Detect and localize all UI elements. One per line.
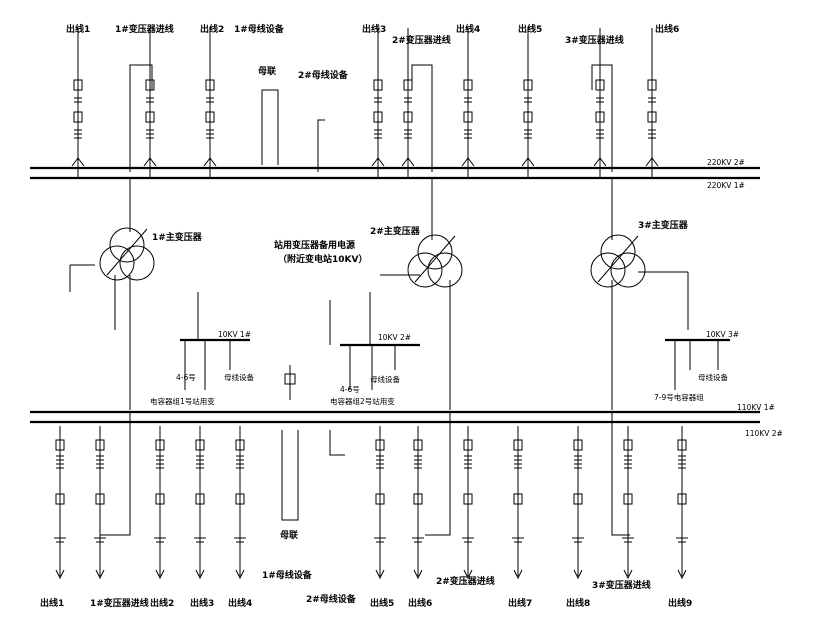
transformer-3 xyxy=(590,234,646,288)
top-bay-1 xyxy=(71,27,85,179)
top-bay-2 xyxy=(143,27,157,179)
bottom-xfmr1-lead xyxy=(100,412,131,536)
top-feeder-11-label: 3#变压器进线 xyxy=(565,34,624,46)
bottom-pt-1 xyxy=(329,430,345,456)
bottom-bay-7 xyxy=(411,425,425,579)
top-bus-tie xyxy=(261,89,279,165)
bottom-feeder-1-label: 出线1 xyxy=(40,597,64,609)
mv-buses: 110KV 1# 110KV 2# xyxy=(30,403,783,438)
transformer-2-label: 2#主变压器 xyxy=(370,225,421,237)
bottom-bays xyxy=(53,412,689,579)
bottom-bay-5 xyxy=(233,425,247,579)
top-feeder-2-label: 1#变压器进线 xyxy=(115,23,174,35)
top-feeder-7-label: 出线3 xyxy=(362,23,386,35)
top-feeder-6-label: 2#母线设备 xyxy=(298,69,349,81)
top-feeder-labels: 出线1 1#变压器进线 出线2 1#母线设备 母联 2#母线设备 出线3 2#变… xyxy=(66,23,679,81)
mv-bus-1-label: 110KV 1# xyxy=(737,403,775,412)
station-power-line1: 站用变压器备用电源 xyxy=(274,239,355,251)
bottom-bus-tie xyxy=(281,430,299,521)
bottom-xfmr2-lead xyxy=(425,412,451,536)
bottom-feeder-9-label: 出线5 xyxy=(370,597,394,609)
top-bay-7 xyxy=(521,27,535,179)
lv-bus-equipment-3: 母线设备 xyxy=(698,372,728,382)
bottom-bay-1 xyxy=(53,425,67,579)
bottom-feeder-11-label: 2#变压器进线 xyxy=(436,575,495,587)
top-bay-8 xyxy=(593,27,607,179)
bottom-feeder-7-label: 母联 xyxy=(280,529,299,541)
top-xfmr1-lead xyxy=(129,64,153,172)
hv-buses: 220KV 2# 220KV 1# xyxy=(30,158,760,190)
bottom-feeder-6-label: 1#母线设备 xyxy=(262,569,313,581)
station-power-note: 站用变压器备用电源 （附近变电站10KV） xyxy=(274,239,367,265)
lv-bus-3-label: 10KV 3# xyxy=(706,330,739,339)
top-bay-6 xyxy=(461,27,475,179)
bottom-bay-8 xyxy=(461,425,475,579)
bottom-bay-11 xyxy=(621,425,635,579)
hv-bus-2-label: 220KV 2# xyxy=(707,158,745,167)
top-bay-5 xyxy=(401,27,415,179)
lv-sections: 10KV 1# 母线设备 4-6号 电容器组1号站用变 10KV 2# 母线设备… xyxy=(150,292,739,406)
transformer-2 xyxy=(407,234,463,288)
top-xfmr3-lead xyxy=(591,64,613,172)
bottom-bay-6 xyxy=(373,425,387,579)
lv-bus-1-label: 10KV 1# xyxy=(218,330,251,339)
top-feeder-3-label: 出线2 xyxy=(200,23,224,35)
bottom-bay-9 xyxy=(511,425,525,579)
bottom-bay-12 xyxy=(675,425,689,579)
bottom-feeder-5-label: 出线4 xyxy=(228,597,252,609)
lv-bus-equipment-2: 母线设备 xyxy=(370,374,400,384)
bottom-feeder-3-label: 出线2 xyxy=(150,597,174,609)
bottom-bay-10 xyxy=(571,425,585,579)
bottom-feeder-15-label: 出线9 xyxy=(668,597,692,609)
lv-capacitor-1: 电容器组1号站用变 xyxy=(150,396,215,406)
top-bay-4 xyxy=(371,27,385,179)
lv-capacitor-3: 7-9号电容器组 xyxy=(654,392,704,402)
bottom-feeder-14-label: 3#变压器进线 xyxy=(592,579,651,591)
top-feeder-10-label: 出线5 xyxy=(518,23,542,35)
bottom-bay-4 xyxy=(193,425,207,579)
transformer-1-label: 1#主变压器 xyxy=(152,231,203,243)
station-power-line2: （附近变电站10KV） xyxy=(278,253,367,265)
bottom-feeder-8-label: 2#母线设备 xyxy=(306,593,357,605)
transformers: 1#主变压器 2#主变压器 3#主变压器 xyxy=(69,178,689,410)
top-feeder-5-label: 母联 xyxy=(258,65,277,77)
top-pt-1 xyxy=(317,119,325,172)
transformer-3-label: 3#主变压器 xyxy=(638,219,689,231)
lv-capacitor-2: 电容器组2号站用变 xyxy=(330,396,395,406)
lv-bus-2-label: 10KV 2# xyxy=(378,333,411,342)
bottom-xfmr3-lead xyxy=(611,412,630,536)
transformer-1 xyxy=(99,227,155,281)
bottom-bay-3 xyxy=(153,425,167,579)
lv-feeder-range-2: 4-6号 xyxy=(340,385,360,394)
top-xfmr2-lead xyxy=(411,64,433,172)
top-feeder-8-label: 2#变压器进线 xyxy=(392,34,451,46)
bottom-bay-2 xyxy=(93,425,107,579)
bottom-feeder-2-label: 1#变压器进线 xyxy=(90,597,149,609)
bottom-feeder-10-label: 出线6 xyxy=(408,597,432,609)
lv-bus-equipment-1: 母线设备 xyxy=(224,372,254,382)
hv-bus-1-label: 220KV 1# xyxy=(707,181,745,190)
bottom-feeder-labels: 出线1 1#变压器进线 出线2 出线3 出线4 1#母线设备 母联 2#母线设备… xyxy=(40,529,692,609)
lv-feeder-range-1: 4-6号 xyxy=(176,373,196,382)
bottom-feeder-13-label: 出线8 xyxy=(566,597,590,609)
top-feeder-12-label: 出线6 xyxy=(655,23,679,35)
bottom-feeder-12-label: 出线7 xyxy=(508,597,532,609)
top-bays xyxy=(71,27,659,179)
top-bay-3 xyxy=(203,27,217,179)
mv-bus-2-label: 110KV 2# xyxy=(745,429,783,438)
top-feeder-4-label: 1#母线设备 xyxy=(234,23,285,35)
bottom-feeder-4-label: 出线3 xyxy=(190,597,214,609)
top-bay-9 xyxy=(645,27,659,179)
